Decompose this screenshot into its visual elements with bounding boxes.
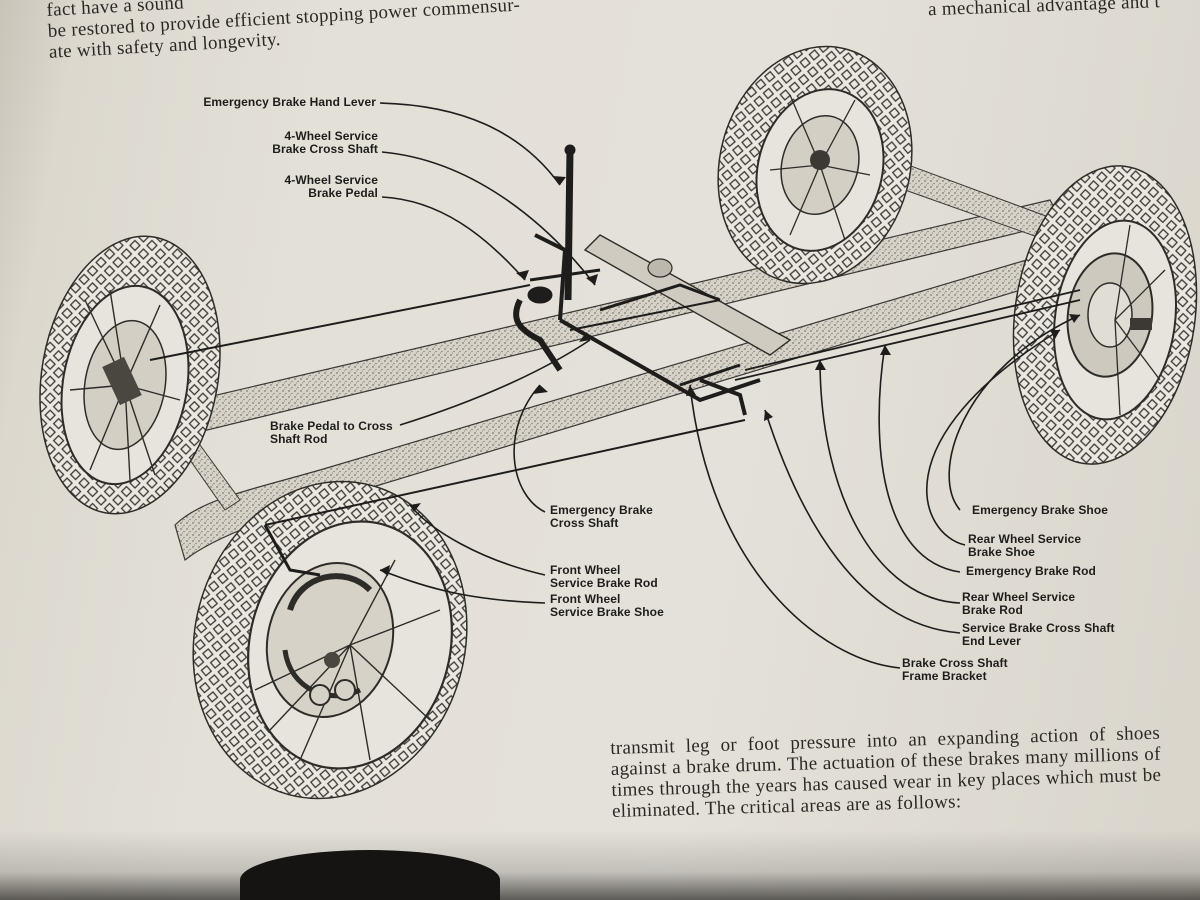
right-rear-wheel	[1012, 165, 1198, 465]
leader-arrowheads	[380, 176, 1080, 576]
label-emergency-cross-line2: Cross Shaft	[550, 516, 619, 530]
label-cross-shaft-line2: Brake Cross Shaft	[272, 142, 378, 156]
label-rear-shoe-line1: Rear Wheel Service	[968, 532, 1082, 546]
label-front-rod: Front Wheel Service Brake Rod	[550, 564, 658, 590]
top-rear-wheel	[717, 45, 913, 285]
label-cross-shaft-line1: 4-Wheel Service	[284, 129, 378, 143]
left-rear-wheel	[39, 235, 221, 515]
label-emergency-cross-line1: Emergency Brake	[550, 503, 653, 517]
label-emergency-hand-lever: Emergency Brake Hand Lever	[203, 95, 376, 109]
label-front-shoe: Front Wheel Service Brake Shoe	[550, 593, 664, 619]
brake-linkage	[149, 144, 1081, 577]
label-rear-shoe: Rear Wheel Service Brake Shoe	[968, 533, 1081, 559]
label-front-shoe-line1: Front Wheel	[550, 592, 621, 606]
label-end-lever-line1: Service Brake Cross Shaft	[962, 621, 1115, 635]
label-brake-pedal: 4-Wheel Service Brake Pedal	[220, 174, 378, 200]
bottom-paragraph: transmit leg or foot pressure into an ex…	[610, 722, 1162, 822]
label-rear-shoe-line2: Brake Shoe	[968, 545, 1036, 559]
label-rear-rod-line2: Brake Rod	[962, 603, 1023, 617]
label-frame-bracket-line1: Brake Cross Shaft	[902, 656, 1008, 670]
label-pedal-rod-line2: Shaft Rod	[270, 432, 328, 446]
label-frame-bracket-line2: Frame Bracket	[902, 669, 987, 683]
label-front-shoe-line2: Service Brake Shoe	[550, 605, 664, 619]
leader-lines	[379, 102, 1081, 669]
label-emergency-shoe: Emergency Brake Shoe	[972, 503, 1109, 517]
front-wheel	[192, 480, 468, 800]
dark-fabric	[240, 850, 500, 900]
label-frame-bracket: Brake Cross Shaft Frame Bracket	[902, 657, 1008, 683]
label-emergency-rod: Emergency Brake Rod	[966, 564, 1096, 578]
label-front-rod-line1: Front Wheel	[550, 563, 621, 577]
label-brake-pedal-line2: Brake Pedal	[308, 186, 378, 200]
page-shadow	[0, 830, 1200, 900]
label-rear-rod: Rear Wheel Service Brake Rod	[962, 591, 1075, 617]
label-pedal-rod-line1: Brake Pedal to Cross	[270, 419, 393, 433]
label-brake-pedal-line1: 4-Wheel Service	[284, 173, 378, 187]
label-emergency-cross-shaft: Emergency Brake Cross Shaft	[550, 504, 653, 530]
label-rear-rod-line1: Rear Wheel Service	[962, 590, 1076, 604]
label-front-rod-line2: Service Brake Rod	[550, 576, 658, 590]
label-pedal-rod: Brake Pedal to Cross Shaft Rod	[270, 420, 393, 446]
label-cross-shaft: 4-Wheel Service Brake Cross Shaft	[220, 130, 378, 156]
label-end-lever-line2: End Lever	[962, 634, 1021, 648]
label-end-lever: Service Brake Cross Shaft End Lever	[962, 622, 1115, 648]
